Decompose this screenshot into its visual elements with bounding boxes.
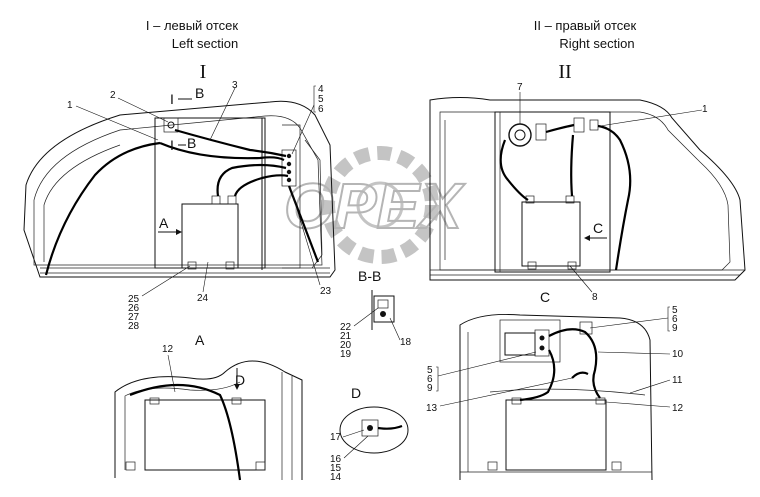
callout-20: 20: [340, 340, 352, 351]
left-section-title-en: Left section: [172, 36, 239, 51]
view-bb: B-B 22 21 20 19 18: [340, 268, 412, 360]
callout-2: 2: [110, 90, 116, 101]
callout-22: 22: [340, 322, 352, 333]
right-section-title-ru: II – правый отсек: [534, 18, 637, 33]
callout-8: 8: [592, 292, 598, 303]
callout-10: 10: [672, 349, 684, 360]
left-section-roman: I: [200, 61, 207, 83]
callout-23: 23: [320, 286, 332, 297]
callout-16: 16: [330, 454, 342, 465]
callout-12-a: 12: [162, 344, 174, 355]
section-b-roman-top: I: [170, 91, 174, 107]
callout-28: 28: [128, 321, 140, 332]
switch-icon: [508, 123, 532, 147]
section-b-top: B: [195, 85, 204, 101]
callout-18: 18: [400, 337, 412, 348]
callout-6-c2: 6: [427, 374, 433, 385]
view-a-arrow-label: A: [159, 215, 169, 231]
section-b-bottom: B: [187, 135, 196, 151]
right-section-title-en: Right section: [559, 36, 634, 51]
top-callouts: 1 2 3 4 5 6 7 1 8 23 24 25 26 27 28: [67, 80, 708, 332]
callout-15: 15: [330, 463, 342, 474]
section-b-roman-bottom: I: [170, 137, 174, 153]
battery-left: [181, 203, 239, 269]
view-d-title: D: [351, 385, 361, 401]
callout-17: 17: [330, 432, 342, 443]
callout-6-c: 6: [672, 314, 678, 325]
right-compartment: C: [429, 97, 746, 281]
callout-3: 3: [232, 80, 238, 91]
left-compartment: A I B I B: [23, 85, 336, 278]
callout-4: 4: [318, 84, 324, 95]
view-a-title: A: [195, 332, 205, 348]
view-c-arrow-label: C: [593, 220, 603, 236]
callout-21: 21: [340, 331, 352, 342]
view-c-title: C: [540, 289, 550, 305]
callout-7: 7: [517, 82, 523, 93]
callout-6-top: 6: [318, 104, 324, 115]
callout-12-c: 12: [672, 403, 684, 414]
callout-5-c2: 5: [427, 365, 433, 376]
view-a: A D 12: [114, 332, 303, 481]
watermark-text: OPEX: [284, 170, 465, 242]
callout-25: 25: [128, 294, 140, 305]
view-c: C 5 6 9 5 6 9 10 13 11 12: [426, 289, 684, 481]
view-d-arrow-label: D: [235, 372, 245, 388]
callout-5-top: 5: [318, 94, 324, 105]
callout-26: 26: [128, 303, 140, 314]
callout-1-left: 1: [67, 100, 73, 111]
callout-14: 14: [330, 472, 342, 483]
callout-13: 13: [426, 403, 438, 414]
callout-5-c: 5: [672, 305, 678, 316]
right-section-roman: II: [558, 61, 571, 83]
callout-9-c: 9: [672, 323, 678, 334]
callout-11: 11: [672, 375, 683, 386]
view-d: D 17 16 15 14: [330, 385, 409, 483]
callout-1-right: 1: [702, 104, 708, 115]
battery-right: [521, 201, 581, 267]
callout-27: 27: [128, 312, 140, 323]
callout-9-c2: 9: [427, 383, 433, 394]
callout-24: 24: [197, 293, 209, 304]
watermark: OPEX: [283, 146, 466, 264]
view-bb-title: B-B: [358, 268, 381, 284]
left-section-title-ru: I – левый отсек: [146, 18, 238, 33]
callout-19: 19: [340, 349, 352, 360]
